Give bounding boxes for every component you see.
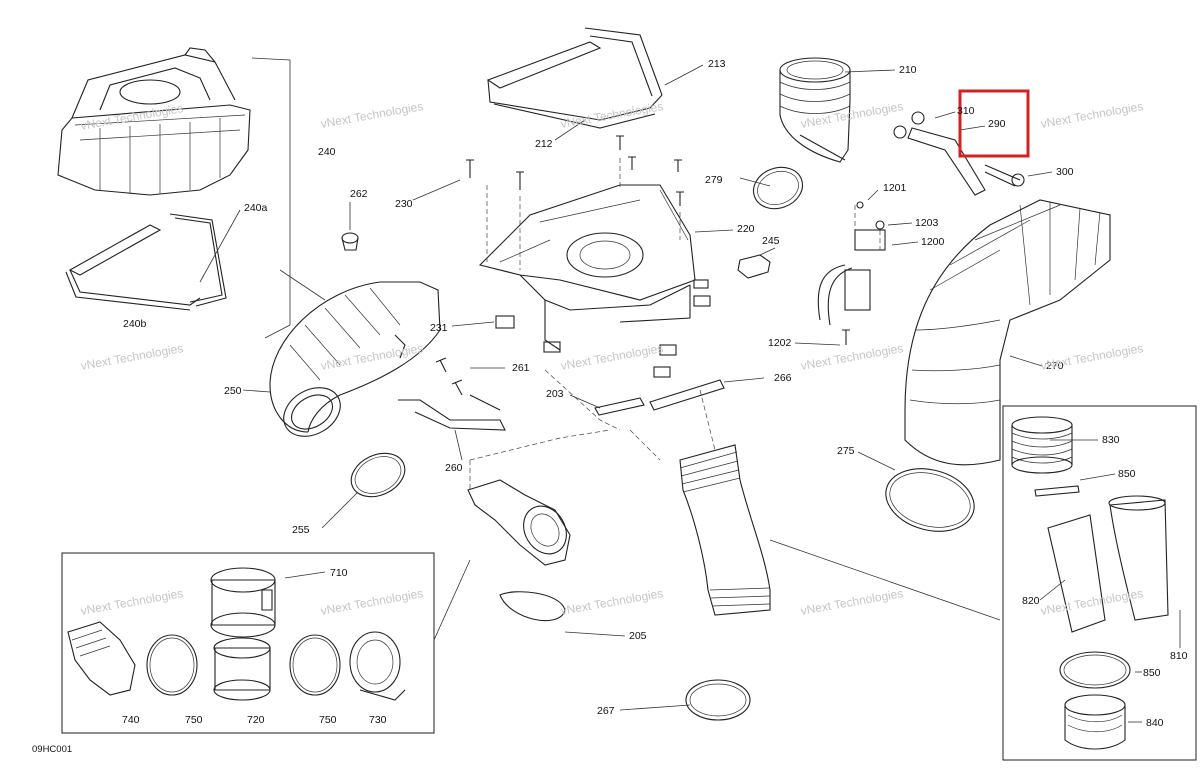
part-213-212-rails [486, 27, 663, 129]
callout-1203[interactable]: 1203 [915, 217, 939, 229]
callout-750-right[interactable]: 750 [319, 714, 337, 726]
callout-270[interactable]: 270 [1046, 360, 1064, 372]
callout-260[interactable]: 260 [445, 462, 463, 474]
callout-300[interactable]: 300 [1056, 166, 1074, 178]
callout-810[interactable]: 810 [1170, 650, 1188, 662]
part-260-261-bracket [398, 357, 506, 431]
inset-box-left [61, 552, 435, 734]
callout-850-bottom[interactable]: 850 [1143, 667, 1161, 679]
part-279-clamp [752, 166, 804, 210]
callout-710[interactable]: 710 [330, 567, 348, 579]
callout-290[interactable]: 290 [988, 118, 1006, 130]
callout-750-left[interactable]: 750 [185, 714, 203, 726]
figure-id: 09HC001 [32, 744, 73, 755]
leader-lines [199, 64, 1181, 723]
part-231-clips [495, 279, 711, 378]
callout-213[interactable]: 213 [708, 58, 726, 70]
leader-240 [251, 57, 291, 339]
part-210-boot [779, 57, 851, 163]
part-245-connector [737, 254, 771, 279]
callout-220[interactable]: 220 [737, 223, 755, 235]
callout-740[interactable]: 740 [122, 714, 140, 726]
callout-279[interactable]: 279 [705, 174, 723, 186]
part-267-boot [679, 444, 771, 721]
callout-275[interactable]: 275 [837, 445, 855, 457]
callout-250[interactable]: 250 [224, 385, 242, 397]
inset-box-right [1002, 405, 1197, 761]
part-240a-240b-seals [65, 213, 227, 311]
callout-261[interactable]: 261 [512, 362, 530, 374]
callout-266[interactable]: 266 [774, 372, 792, 384]
callout-310[interactable]: 310 [957, 105, 975, 117]
callout-245[interactable]: 245 [762, 235, 780, 247]
inset-right-parts [1011, 416, 1169, 750]
callout-850-top[interactable]: 850 [1118, 468, 1136, 480]
callout-262[interactable]: 262 [350, 188, 368, 200]
callout-267[interactable]: 267 [597, 705, 615, 717]
part-262-grommet [341, 232, 359, 251]
fasteners-230 [466, 135, 684, 206]
part-203-266-straps [594, 379, 725, 416]
callout-203[interactable]: 203 [546, 388, 564, 400]
part-240-airbox [57, 47, 251, 196]
callout-231[interactable]: 231 [430, 322, 448, 334]
callout-830[interactable]: 830 [1102, 434, 1120, 446]
assembly-lines [469, 158, 881, 490]
callout-1202[interactable]: 1202 [768, 337, 792, 349]
part-270-duct [904, 199, 1111, 466]
callout-212[interactable]: 212 [535, 138, 553, 150]
part-1200-sensor [817, 201, 886, 345]
callout-240[interactable]: 240 [318, 146, 336, 158]
callout-255[interactable]: 255 [292, 524, 310, 536]
highlight-box-290 [958, 89, 1030, 158]
callout-240a[interactable]: 240a [244, 202, 268, 214]
part-275-clamp [885, 468, 975, 532]
callout-1200[interactable]: 1200 [921, 236, 945, 248]
part-310-290-300-hardware [893, 111, 1025, 196]
part-250-hose [269, 281, 441, 437]
part-255-clamp [350, 452, 406, 498]
callout-720[interactable]: 720 [247, 714, 265, 726]
callout-1201[interactable]: 1201 [883, 182, 907, 194]
callout-840[interactable]: 840 [1146, 717, 1164, 729]
callout-230[interactable]: 230 [395, 198, 413, 210]
inset-left-parts [67, 567, 406, 701]
part-220-tray [478, 184, 696, 351]
part-205-elbow [467, 479, 571, 622]
callout-205[interactable]: 205 [629, 630, 647, 642]
callout-730[interactable]: 730 [369, 714, 387, 726]
callout-820[interactable]: 820 [1022, 595, 1040, 607]
callout-240b[interactable]: 240b [123, 318, 147, 330]
callout-210[interactable]: 210 [899, 64, 917, 76]
